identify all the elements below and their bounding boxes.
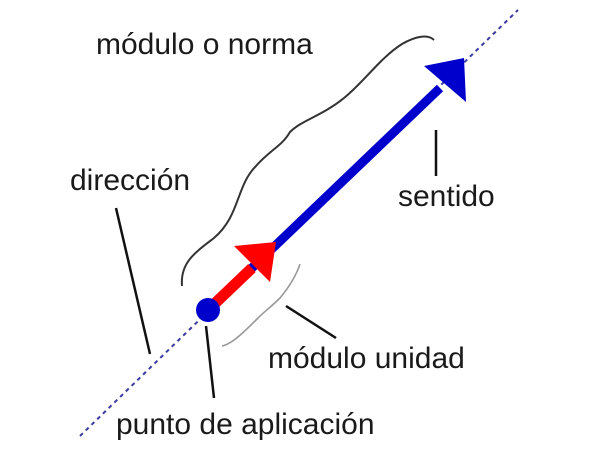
punto-pointer bbox=[204, 325, 216, 399]
vector-arrowhead bbox=[424, 58, 466, 102]
modulo-unidad-pointer bbox=[285, 304, 337, 340]
application-point bbox=[196, 298, 220, 322]
label-punto-aplicacion: punto de aplicación bbox=[116, 408, 375, 441]
label-sentido: sentido bbox=[398, 180, 495, 213]
label-modulo-unidad: módulo unidad bbox=[268, 342, 465, 375]
norm-brace bbox=[180, 35, 435, 287]
label-modulo-norma: módulo o norma bbox=[96, 28, 313, 61]
unit-vector-arrowhead bbox=[234, 242, 276, 282]
label-direccion: dirección bbox=[70, 164, 191, 197]
unit-brace bbox=[221, 263, 301, 347]
direccion-pointer bbox=[114, 207, 152, 355]
